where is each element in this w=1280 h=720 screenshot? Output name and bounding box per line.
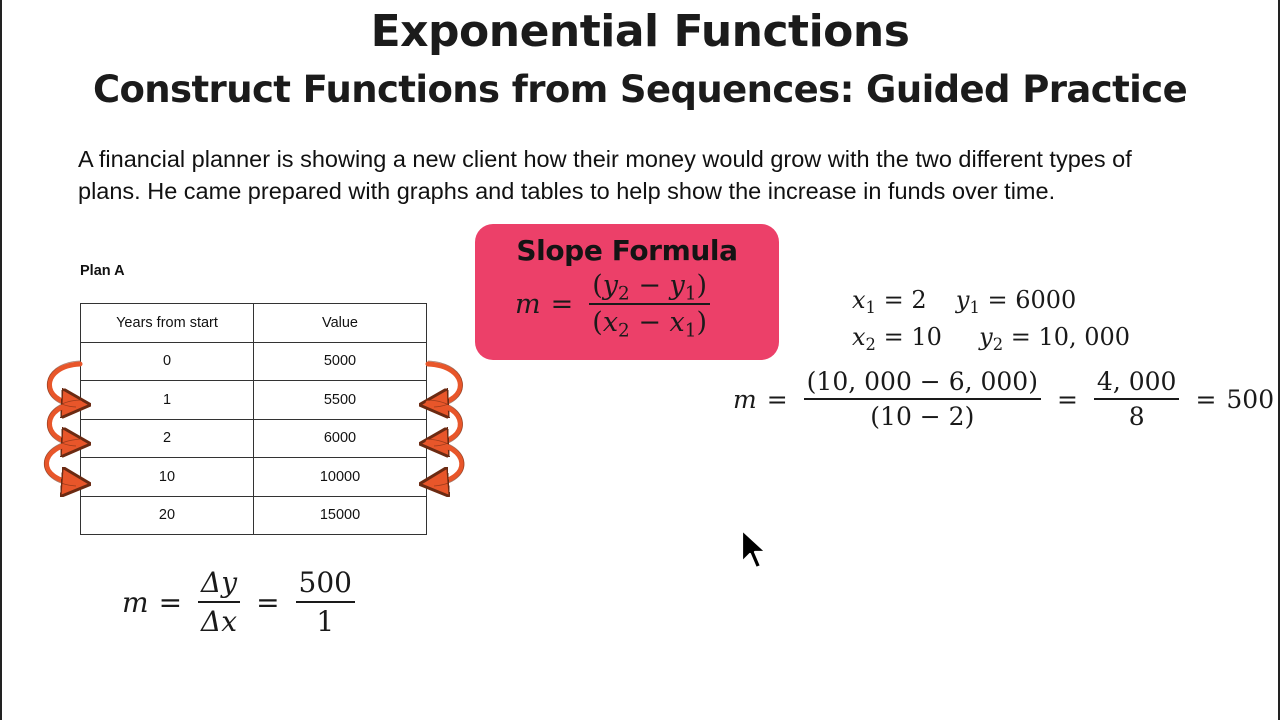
slope-formula-card: Slope Formula m = (y2 − y1) (x2 − x1): [475, 224, 779, 360]
slope-variable: m: [515, 288, 541, 320]
cell-value: 6000: [253, 418, 427, 458]
slope-variable: m: [733, 384, 757, 414]
slide-title: Exponential Functions: [370, 6, 910, 57]
mouse-cursor-icon: [740, 528, 768, 570]
rate-fraction: 500 1: [295, 566, 355, 638]
table-row: 10 10000: [80, 457, 427, 497]
point-1-values: x1 = 2 y1 = 6000: [852, 286, 1077, 317]
cell-years: 1: [80, 380, 254, 420]
simplified-fraction: 4, 000 8: [1093, 367, 1180, 431]
table-row: 20 15000: [80, 495, 427, 535]
cell-value: 5500: [253, 380, 427, 420]
cell-years: 10: [80, 457, 254, 497]
right-arrow-0-1: [428, 361, 463, 404]
slope-formula-equation: m = (y2 − y1) (x2 − x1): [515, 270, 716, 342]
column-header-years: Years from start: [80, 303, 254, 343]
plan-a-label: Plan A: [80, 263, 125, 279]
left-border: [0, 0, 2, 720]
slope-formula-title: Slope Formula: [516, 234, 738, 267]
slope-calculation: m = (10, 000 − 6, 000) (10 − 2) = 4, 000…: [733, 367, 1275, 431]
difference-fraction: (10, 000 − 6, 000) (10 − 2): [803, 367, 1041, 431]
slope-fraction: (y2 − y1) (x2 − x1): [589, 270, 711, 342]
slide-subtitle: Construct Functions from Sequences: Guid…: [92, 68, 1188, 111]
table-header-row: Years from start Value: [80, 303, 427, 343]
plan-a-table: Years from start Value 0 5000 1 5500 2 6…: [80, 303, 427, 535]
cell-years: 0: [80, 341, 254, 381]
cell-years: 20: [80, 495, 254, 535]
table-row: 2 6000: [80, 418, 427, 458]
delta-fraction: Δy Δx: [198, 566, 241, 638]
column-header-value: Value: [253, 303, 427, 343]
left-arrow-0-1: [47, 361, 80, 404]
right-border: [1278, 0, 1280, 720]
problem-text: A financial planner is showing a new cli…: [78, 146, 1132, 204]
cell-value: 15000: [253, 495, 427, 535]
denominator: (x2 − x1): [592, 307, 708, 342]
left-arrow-1-2: [47, 400, 80, 443]
cell-value: 10000: [253, 457, 427, 497]
table-row: 1 5500: [80, 380, 427, 420]
numerator: (y2 − y1): [592, 270, 708, 305]
table-row: 0 5000: [80, 341, 427, 381]
equals-sign: =: [550, 288, 574, 320]
left-arrow-2-10: [44, 439, 80, 483]
point-2-values: x2 = 10 y2 = 10, 000: [852, 323, 1131, 354]
slope-result: 500: [1226, 384, 1275, 414]
rate-of-change-equation: m = Δy Δx = 500 1: [122, 566, 361, 638]
cell-years: 2: [80, 418, 254, 458]
cell-value: 5000: [253, 341, 427, 381]
right-arrow-2-10: [428, 439, 465, 483]
right-arrow-1-2: [428, 400, 463, 443]
